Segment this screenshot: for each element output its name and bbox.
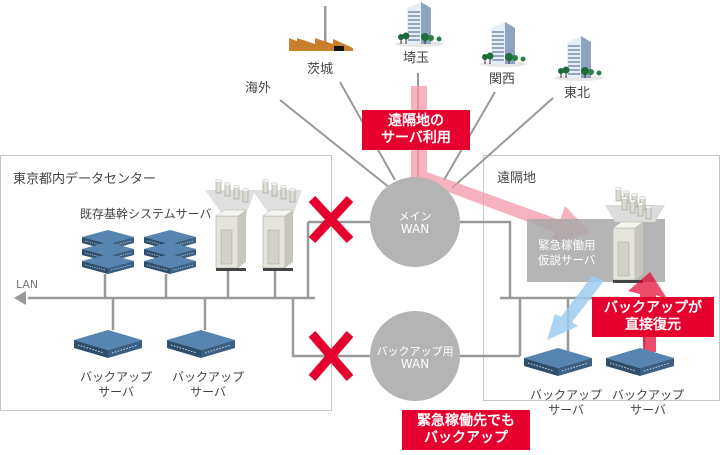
- remote-backup-server-label: バックアップ サーバ: [530, 388, 603, 417]
- remote-backup-server-1: [523, 347, 593, 377]
- lan-label: LAN: [16, 278, 39, 291]
- backup-wan-circle: [370, 311, 460, 401]
- temp-server-icon: [605, 187, 665, 284]
- backup-wan-disconnected-x-icon: [308, 331, 354, 381]
- remote-use-callout: 遠隔地の サーバ利用: [362, 110, 470, 150]
- direct-restore-callout: バックアップが 直接復元: [592, 297, 714, 337]
- core-server-stack-2: [143, 229, 197, 275]
- remote-backup-server-2: [605, 347, 675, 377]
- site-label-tohoku: 東北: [564, 86, 591, 101]
- datacenter-backup-server-1: [73, 329, 143, 359]
- datacenter-backup-server-label: バックアップ サーバ: [172, 370, 245, 399]
- remote-backup-server-label: バックアップ サーバ: [612, 388, 685, 417]
- datacenter-title: 東京都内データセンター: [13, 172, 157, 187]
- site-label-overseas: 海外: [245, 81, 272, 96]
- datacenter-box: [0, 155, 332, 411]
- factory-icon: [289, 6, 353, 51]
- backup-wan-label: バックアップ用 WAN: [376, 345, 454, 371]
- main-wan-circle: [370, 177, 460, 267]
- core-tower-server-2: [252, 179, 302, 272]
- main-wan-disconnected-x-icon: [308, 195, 354, 244]
- datacenter-backup-server-label: バックアップ サーバ: [80, 370, 153, 399]
- temp-server-label: 緊急稼働用 仮説サーバ: [538, 238, 596, 267]
- building-kansai-icon: [478, 21, 528, 68]
- datacenter-backup-server-2: [166, 329, 236, 359]
- core-server-stack-1: [81, 229, 135, 275]
- emergency-backup-callout: 緊急稼働先でも バックアップ: [402, 410, 530, 450]
- main-wan-label: メイン WAN: [398, 210, 432, 236]
- site-label-saitama: 埼玉: [403, 51, 430, 66]
- core-tower-server-1: [205, 179, 255, 272]
- remote-site-title: 遠隔地: [497, 171, 537, 186]
- core-servers-label: 既存基幹システムサーバ: [80, 207, 212, 221]
- emergency-backup-arrow: [547, 276, 604, 340]
- lan-arrowhead: [14, 291, 26, 305]
- building-tohoku-icon: [554, 35, 604, 82]
- building-saitama-icon: [394, 1, 444, 48]
- site-label-kansai: 関西: [489, 72, 516, 87]
- site-label-ibaraki: 茨城: [307, 62, 334, 77]
- network-wiring: [28, 220, 646, 358]
